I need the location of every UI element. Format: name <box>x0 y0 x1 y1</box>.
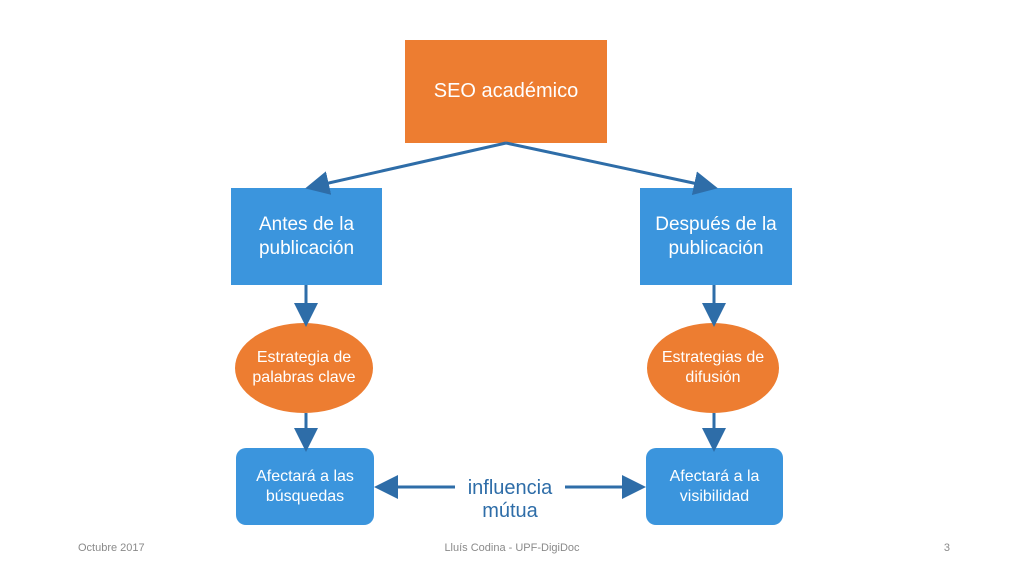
footer-date: Octubre 2017 <box>78 542 145 554</box>
before-publication-label: Antes de la publicación <box>258 213 355 259</box>
dissemination-strategy-label: Estrategias de difusión <box>661 349 765 386</box>
keywords-strategy-oval <box>235 323 373 413</box>
dissemination-strategy-oval <box>647 323 779 413</box>
arrow-top-to-after <box>505 141 718 195</box>
searches-effect-label: Afectará a las búsquedas <box>256 467 354 505</box>
visibility-effect-box <box>646 448 783 525</box>
before-publication-box <box>231 188 382 285</box>
seo-academico-label: SEO académico <box>433 80 579 102</box>
mutual-influence-label: influencia mútua <box>455 477 565 523</box>
after-publication-label: Después de la publicación <box>655 213 777 259</box>
keywords-strategy-label: Estrategia de palabras clave <box>252 349 356 386</box>
seo-academico-box <box>405 40 607 143</box>
footer-author: Lluís Codina - UPF-DigiDoc <box>444 542 580 554</box>
footer-page-number: 3 <box>943 542 950 554</box>
searches-effect-box <box>236 448 374 525</box>
arrow-top-to-before <box>305 141 507 195</box>
after-publication-box <box>640 188 792 285</box>
visibility-effect-label: Afectará a la visibilidad <box>669 467 760 505</box>
